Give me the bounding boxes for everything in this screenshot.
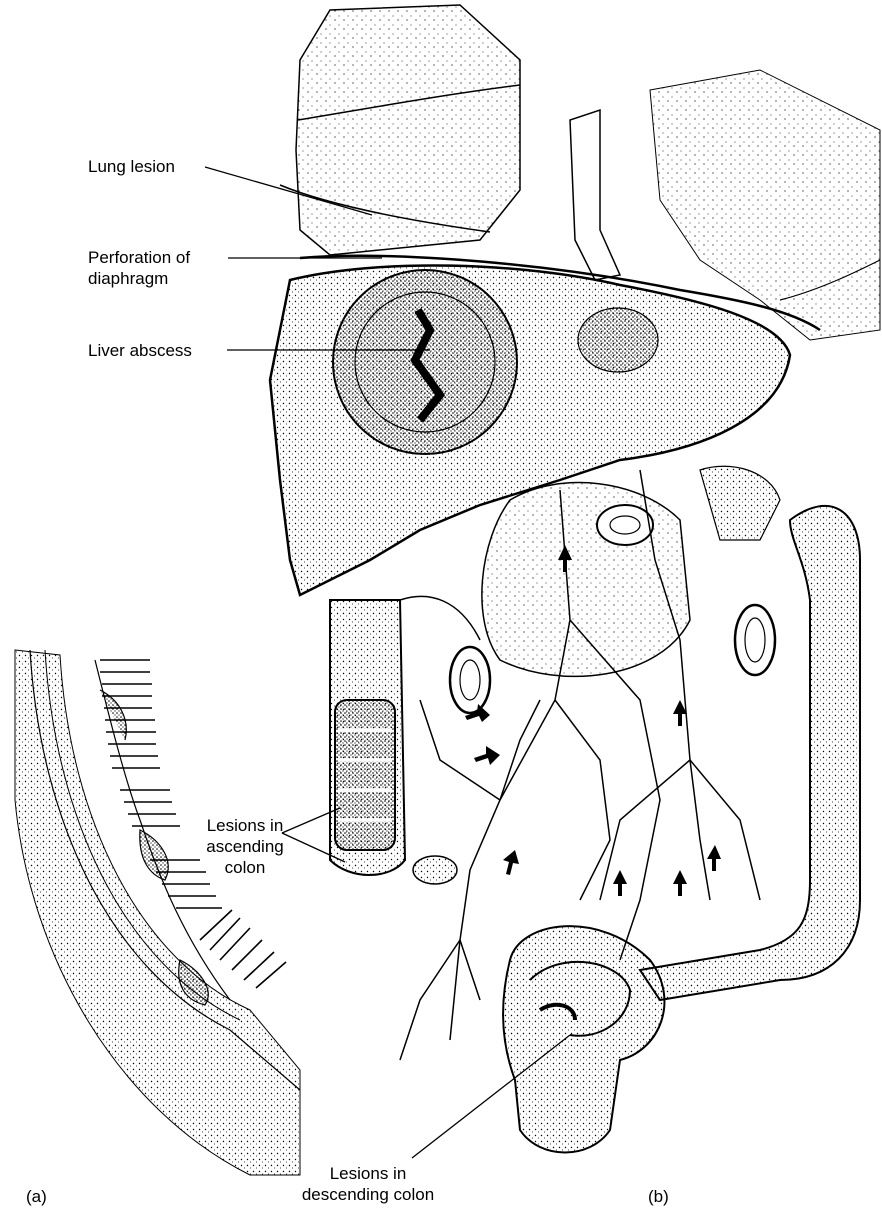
ascending-colon [330, 596, 490, 884]
descending-label-line1: Lesions in [288, 1163, 448, 1184]
ascending-label-line1: Lesions in [200, 815, 290, 836]
small-organs [597, 466, 780, 545]
intestinal-wall-section [15, 650, 300, 1175]
sigmoid-colon [503, 926, 664, 1152]
perforation-label-line1: Perforation of [88, 247, 190, 268]
ascending-label-line3: colon [200, 857, 290, 878]
descending-label-line2: descending colon [288, 1184, 448, 1205]
esophagus [570, 110, 620, 280]
lung-lesion-label: Lung lesion [88, 156, 175, 177]
perforation-label: Perforation of diaphragm [88, 247, 190, 289]
descending-colon-label: Lesions in descending colon [288, 1163, 448, 1205]
ascending-label-line2: ascending [200, 836, 290, 857]
panel-b-label: (b) [648, 1186, 669, 1207]
perforation-label-line2: diaphragm [88, 268, 190, 289]
panel-a-label: (a) [26, 1186, 47, 1207]
lung [280, 5, 520, 255]
liver-abscess-label: Liver abscess [88, 340, 192, 361]
ascending-colon-label: Lesions in ascending colon [200, 815, 290, 878]
stomach [482, 483, 690, 677]
